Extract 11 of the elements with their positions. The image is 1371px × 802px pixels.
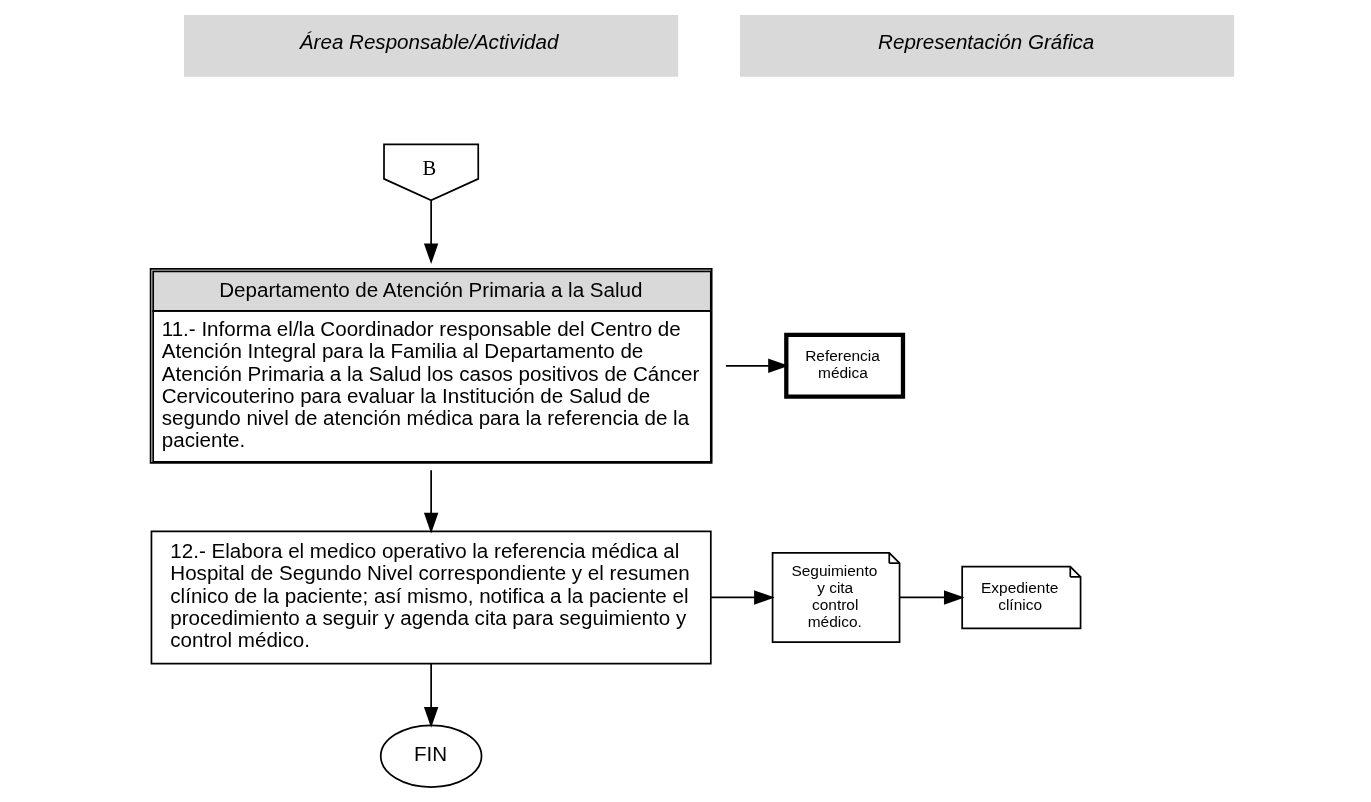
- arrow: [423, 662, 439, 728]
- node-box: 12.- Elabora el medico operativo la referencia médica al Hospital de Segundo Nivel correspondiente y el resumen clínico de la paciente; así mismo, notifica a la paciente el procedimiento a seguir y agenda cita para seguimiento y control médico.: [150, 530, 712, 665]
- arrow: [710, 590, 775, 605]
- node-ellipse: FIN: [379, 724, 483, 788]
- arrow: [725, 358, 789, 374]
- arrow: [898, 590, 965, 605]
- label: Representación Gráfica: [878, 30, 1095, 54]
- arrow: [423, 199, 439, 265]
- label: Área Responsable/Actividad: [299, 30, 559, 54]
- node-box: Referencia médica: [784, 332, 906, 399]
- arrow: [423, 469, 439, 534]
